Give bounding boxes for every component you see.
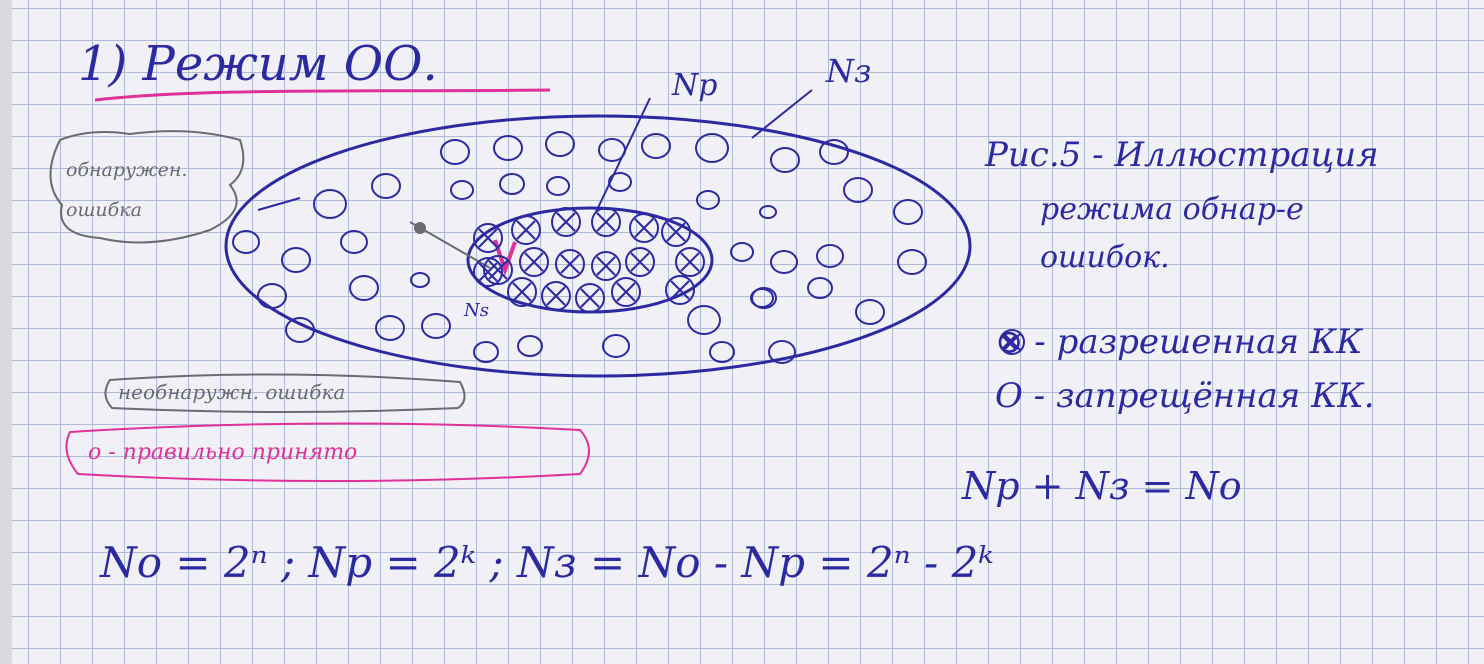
page-title: 1) Режим ОО. [78, 36, 438, 92]
allowed-combination [551, 207, 581, 237]
forbidden-combinations [232, 131, 927, 364]
forbidden-combination [517, 335, 543, 357]
allowed-combination [665, 275, 695, 305]
legend-forbidden: О - запрещённая КК. [995, 376, 1375, 416]
ns-label: Ns [464, 300, 489, 321]
forbidden-combination [285, 317, 315, 343]
sum-formula: Nр + Nз = Nо [962, 464, 1242, 508]
forbidden-combination [770, 250, 798, 274]
forbidden-combination [546, 176, 570, 196]
forbidden-combination [709, 341, 735, 363]
outer-ellipse [224, 114, 972, 378]
main-formula: Nо = 2ⁿ ; Nр = 2ᵏ ; Nз = Nо - Nр = 2ⁿ - … [100, 538, 994, 587]
forbidden-combination [410, 272, 430, 288]
forbidden-combination [843, 177, 873, 203]
forbidden-combination [349, 275, 379, 301]
correct-frame [65, 422, 590, 482]
undetected-error-label: необнаружн. ошибка [118, 380, 346, 404]
forbidden-combination [232, 230, 260, 254]
detected-error-label: обнаружен. ошибка [66, 159, 188, 221]
forbidden-combination [421, 313, 451, 339]
forbidden-combination [695, 133, 729, 163]
nz-label: Nз [826, 52, 872, 90]
allowed-combination [629, 213, 659, 243]
np-label: Nр [672, 68, 718, 103]
forbidden-combination [696, 190, 720, 210]
allowed-combination [625, 247, 655, 277]
forbidden-combination [687, 305, 721, 335]
ns-dot [414, 222, 426, 234]
forbidden-combination [375, 315, 405, 341]
allowed-combination [591, 207, 621, 237]
forbidden-combination [440, 139, 470, 165]
forbidden-combination [770, 147, 800, 173]
allowed-combinations [473, 207, 705, 313]
forbidden-combination [768, 340, 796, 364]
legend-allowed: ⊗ - разрешенная КК [995, 322, 1363, 362]
forbidden-combination [371, 173, 401, 199]
page-edge [0, 0, 12, 664]
allowed-combination [519, 247, 549, 277]
forbidden-combination [608, 172, 632, 192]
title-underline [94, 88, 551, 102]
caption-line-3: ошибок. [1040, 240, 1170, 275]
pink-accent [493, 239, 517, 277]
allowed-combination [555, 249, 585, 279]
forbidden-combination [807, 277, 833, 299]
allowed-combination [473, 223, 503, 253]
forbidden-combination [759, 205, 777, 219]
correct-receive-label: о - правильно принято [88, 440, 358, 465]
forbidden-combination [641, 133, 671, 159]
forbidden-combination [281, 247, 311, 273]
forbidden-combination [730, 242, 754, 262]
caption-line-2: режима обнар-е [1040, 192, 1304, 227]
allowed-combination [511, 215, 541, 245]
forbidden-combination [257, 283, 287, 309]
forbidden-combination [598, 138, 626, 162]
forbidden-combination [855, 299, 885, 325]
forbidden-combination [473, 341, 499, 363]
allowed-combination [575, 283, 605, 313]
forbidden-combination [893, 199, 923, 225]
forbidden-combination [450, 180, 474, 200]
allowed-combination [473, 257, 503, 287]
allowed-combination [591, 251, 621, 281]
legend-cross-symbol [999, 329, 1025, 355]
undetected-frame [104, 373, 466, 413]
forbidden-combination [545, 131, 575, 157]
forbidden-combination [602, 334, 630, 358]
detected-cloud [49, 130, 245, 244]
forbidden-combination [897, 249, 927, 275]
forbidden-combination [816, 244, 844, 268]
nz-pointer [751, 89, 813, 139]
allowed-combination [661, 217, 691, 247]
forbidden-combination [313, 189, 347, 219]
allowed-combination [541, 281, 571, 311]
forbidden-combination [499, 173, 525, 195]
allowed-combination [611, 277, 641, 307]
caption-line-1: Рис.5 - Иллюстрация [985, 135, 1379, 175]
detected-pointer [257, 197, 301, 211]
forbidden-combination [750, 288, 774, 308]
allowed-combination [675, 247, 705, 277]
forbidden-combination [340, 230, 368, 254]
allowed-combination [507, 277, 537, 307]
forbidden-combination [819, 139, 849, 165]
allowed-combination [483, 255, 513, 285]
forbidden-combination [493, 135, 523, 161]
